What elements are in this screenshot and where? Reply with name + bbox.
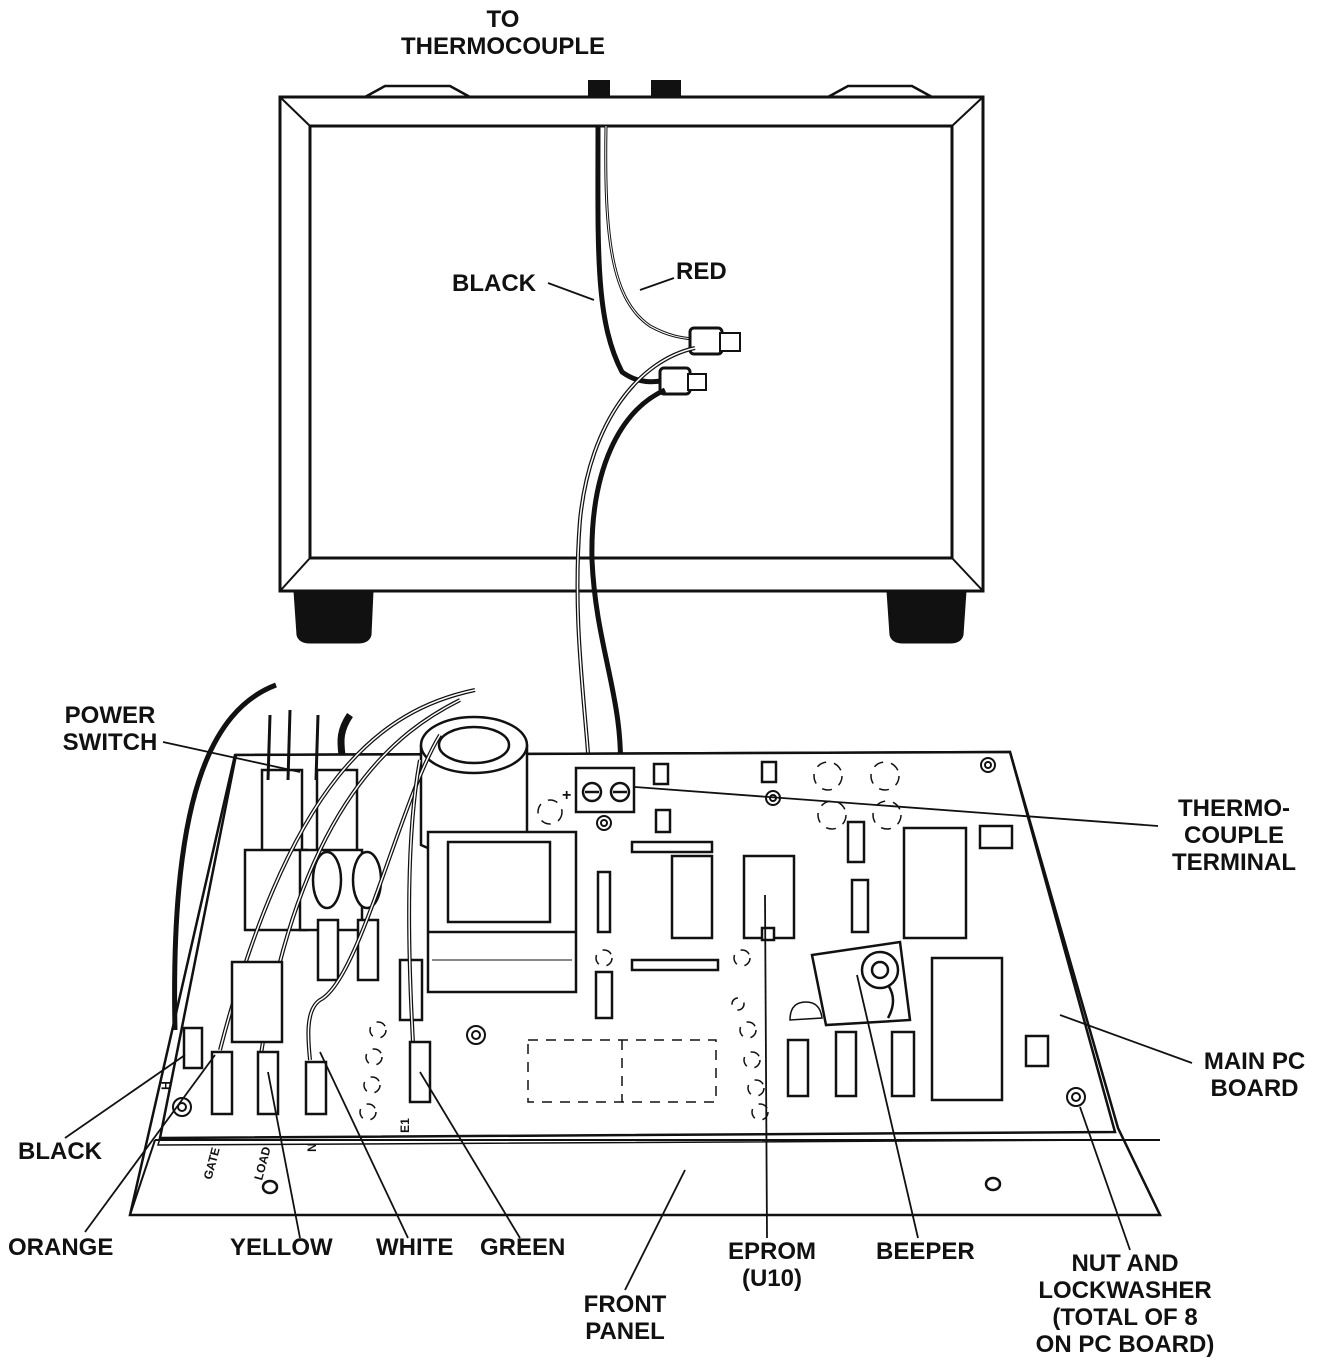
power-switch-label: POWER SWITCH: [55, 702, 165, 756]
switch-wires: [172, 682, 476, 1061]
leader-lines: [64, 277, 1193, 1291]
black-wire-label-top: BLACK: [452, 270, 536, 297]
front-panel-label: FRONT PANEL: [565, 1291, 685, 1345]
orange-wire-label: ORANGE: [8, 1234, 114, 1261]
thermocouple-terminal-line2: COUPLE: [1183, 822, 1284, 849]
nut-lockwasher-label: NUT AND LOCKWASHER (TOTAL OF 8 ON PC BOA…: [1010, 1250, 1240, 1358]
thermocouple-wires: [575, 125, 741, 781]
red-wire-label: RED: [676, 258, 727, 285]
nut-lockwasher-line3: (TOTAL OF 8: [1052, 1304, 1198, 1331]
to-thermocouple-label: TO THERMOCOUPLE: [378, 6, 628, 60]
load-terminals: [182, 960, 432, 1116]
front-panel-line2: PANEL: [585, 1318, 665, 1345]
thermocouple-terminal-line1: THERMO-: [1178, 795, 1290, 822]
to-thermocouple-line1: TO: [486, 6, 520, 33]
front-panel-line1: FRONT: [583, 1291, 667, 1318]
transformer: [426, 830, 578, 994]
unpopulated-footprints: [359, 761, 902, 1121]
eprom-chip: [742, 854, 796, 940]
eprom-label: EPROM (U10): [712, 1238, 832, 1292]
power-switch-line1: POWER: [64, 702, 156, 729]
nut-lockwasher-line1: NUT AND: [1071, 1250, 1179, 1277]
nut-lockwasher-line4: ON PC BOARD): [1035, 1331, 1215, 1358]
main-pc-board: [157, 750, 1117, 1146]
power-switch-line2: SWITCH: [62, 729, 158, 756]
green-wire-label: GREEN: [480, 1234, 566, 1261]
main-pc-board-label: MAIN PC BOARD: [1192, 1048, 1317, 1102]
beeper: [810, 940, 912, 1027]
eprom-line2: (U10): [741, 1265, 802, 1292]
yellow-wire-label: YELLOW: [230, 1234, 333, 1261]
thermocouple-terminal-line3: TERMINAL: [1172, 849, 1296, 876]
main-pc-board-line1: MAIN PC: [1203, 1048, 1306, 1075]
black-wire-label-bottom: BLACK: [18, 1138, 102, 1165]
integrated-circuits: [594, 760, 1050, 1102]
terminal-mark-e1: E1: [397, 1118, 412, 1133]
terminal-mark-h: H: [158, 1081, 173, 1090]
white-wire-label: WHITE: [376, 1234, 454, 1261]
nut-lockwasher-line2: LOCKWASHER: [1038, 1277, 1212, 1304]
choke-coil: [419, 715, 529, 859]
thermocouple-terminal-block: [574, 766, 636, 814]
terminal-mark-plus: +: [562, 787, 572, 804]
to-thermocouple-line2: THERMOCOUPLE: [401, 33, 605, 60]
thermocouple-terminal-label: THERMO- COUPLE TERMINAL: [1160, 795, 1308, 876]
oven-cabinet: [278, 80, 985, 644]
main-pc-board-line2: BOARD: [1210, 1075, 1299, 1102]
eprom-line1: EPROM: [727, 1238, 816, 1265]
nut-and-lockwasher: [172, 757, 1086, 1117]
terminal-mark-n: N: [304, 1143, 319, 1152]
beeper-label: BEEPER: [876, 1238, 975, 1265]
